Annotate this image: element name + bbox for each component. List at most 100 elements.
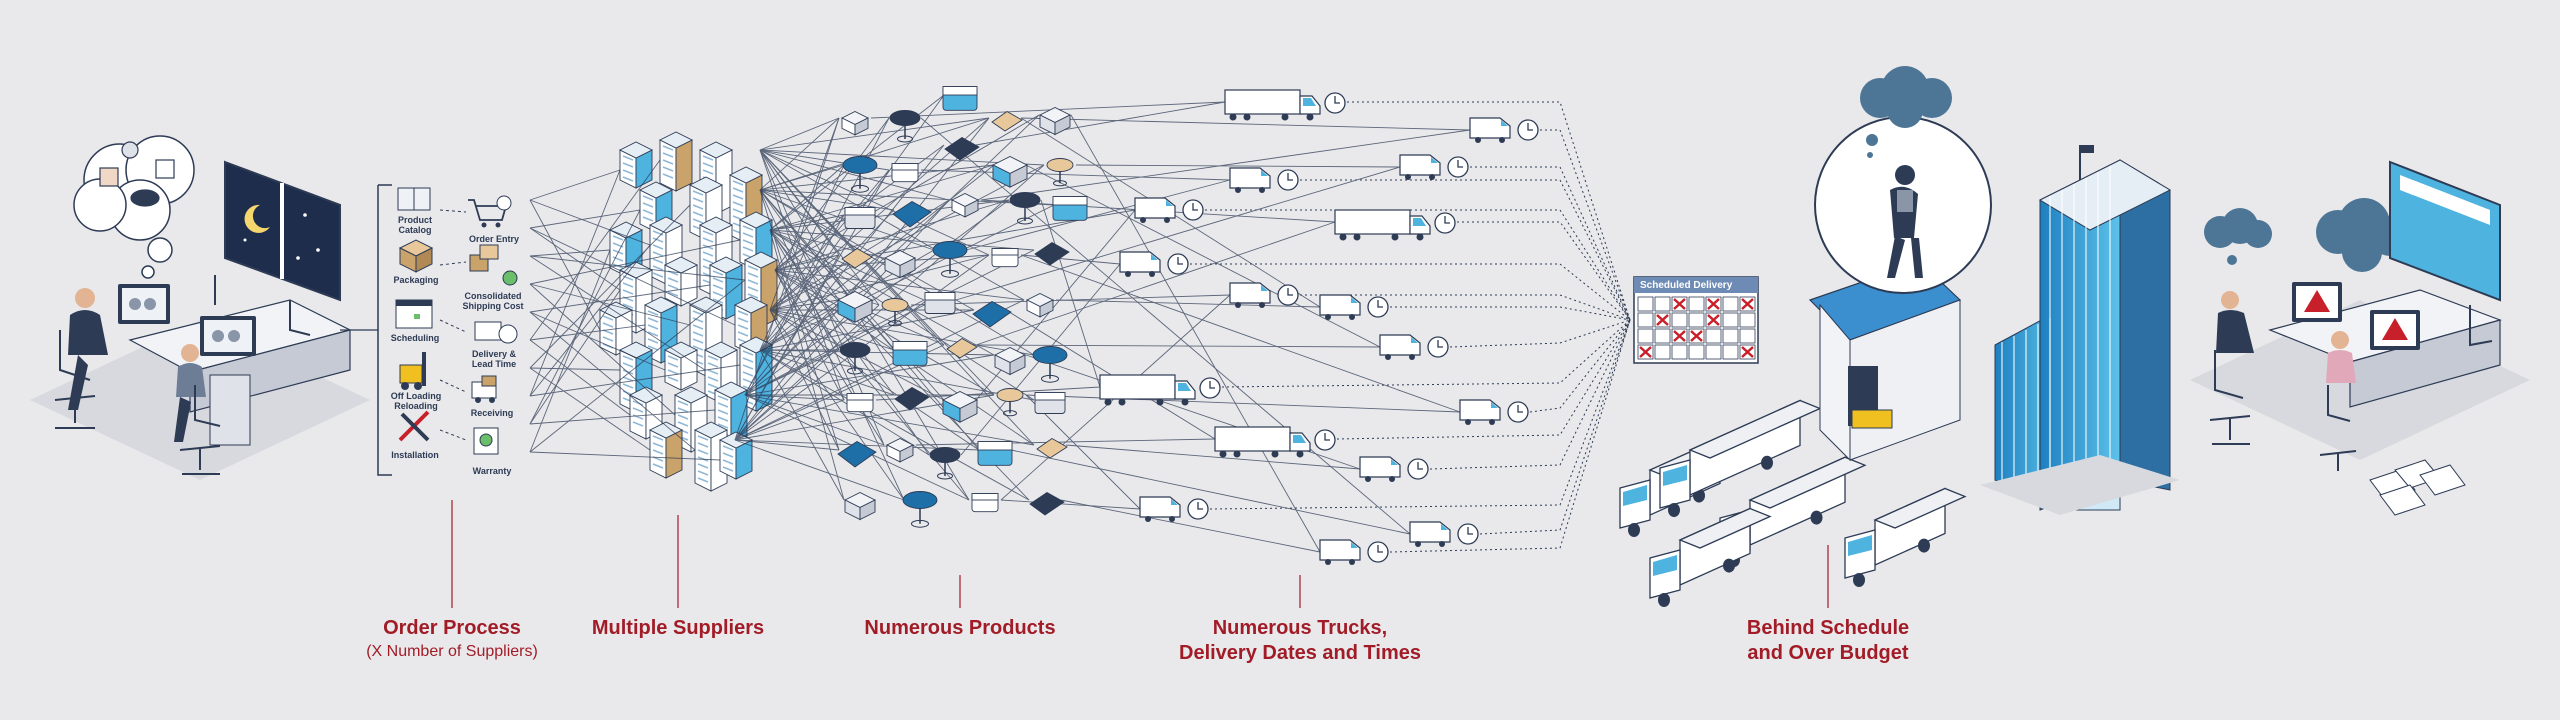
product-item xyxy=(929,447,961,480)
truck-icon xyxy=(1334,209,1456,241)
product-item xyxy=(993,346,1027,376)
process-label-delivery-lead-time: Delivery & Lead Time xyxy=(471,349,517,369)
caption-multiple-suppliers: Multiple Suppliers xyxy=(578,616,778,641)
caption-multiple-suppliers-title: Multiple Suppliers xyxy=(591,617,765,639)
product-item xyxy=(839,342,871,375)
package-icon xyxy=(398,239,434,273)
product-item xyxy=(1036,437,1068,459)
product-item xyxy=(1046,158,1074,187)
product-item xyxy=(894,386,930,411)
caption-numerous-trucks-title-2: Delivery Dates and Times xyxy=(1179,642,1421,664)
product-item xyxy=(842,156,878,193)
loading-dock xyxy=(1808,66,1992,462)
office-scene-right xyxy=(2190,160,2530,516)
product-item xyxy=(971,493,999,513)
cart-icon xyxy=(468,195,512,228)
caption-behind-schedule: Behind Schedule and Over Budget xyxy=(1708,616,1948,666)
product-item xyxy=(892,341,928,366)
scheduled-delivery-title: Scheduled Delivery xyxy=(1640,280,1733,291)
truck-icon xyxy=(1469,117,1539,143)
process-label-off-loading-reloading: Off Loading Reloading xyxy=(390,391,442,411)
product-item xyxy=(840,110,870,136)
product-item xyxy=(991,110,1023,132)
truck-icon xyxy=(1119,251,1189,277)
product-item xyxy=(891,163,919,183)
worried-person-icon xyxy=(1887,165,1923,278)
caption-behind-schedule-title: Behind Schedule xyxy=(1746,617,1910,639)
supplier-building xyxy=(648,421,684,479)
storm-cloud-icon xyxy=(1860,66,1952,158)
truck-icon xyxy=(1359,456,1429,482)
delivery-fleet xyxy=(1619,399,1967,607)
caption-numerous-trucks: Numerous Trucks, Delivery Dates and Time… xyxy=(1150,616,1450,666)
product-item xyxy=(889,110,921,143)
order-process-list xyxy=(340,184,518,476)
product-item xyxy=(902,491,938,528)
delivery-truck xyxy=(1649,507,1772,607)
office-tower xyxy=(1980,145,2180,515)
truck-icon xyxy=(1459,399,1529,425)
product-item xyxy=(941,390,979,423)
product-item xyxy=(991,248,1019,268)
product-item xyxy=(885,437,915,463)
product-item xyxy=(892,200,932,228)
product-item xyxy=(1038,106,1072,136)
product-item xyxy=(1034,392,1066,414)
product-item xyxy=(924,292,956,314)
caption-order-process-title: Order Process xyxy=(383,617,521,639)
product-item xyxy=(841,247,873,269)
caption-order-process: Order Process (X Number of Suppliers) xyxy=(332,616,572,663)
product-item xyxy=(972,300,1012,328)
installation-tools-icon xyxy=(398,410,430,442)
product-item xyxy=(843,491,877,521)
product-item xyxy=(1009,192,1041,225)
delivery-truck xyxy=(1659,399,1822,517)
scheduled-delivery-calendar xyxy=(1633,276,1759,364)
caption-numerous-trucks-title: Numerous Trucks, xyxy=(1212,617,1388,639)
process-label-consolidated-shipping-cost: Consolidated Shipping Cost xyxy=(462,291,524,311)
calendar-icon xyxy=(395,299,433,329)
process-label-installation: Installation xyxy=(391,450,439,460)
truck-icon xyxy=(1379,334,1449,360)
truck-icon xyxy=(1229,167,1299,193)
truck-icon xyxy=(1139,496,1209,522)
shipping-cost-icon xyxy=(469,244,518,286)
product-catalog-icon xyxy=(397,187,431,211)
product-item xyxy=(1034,241,1070,266)
truck-icon xyxy=(1409,521,1479,547)
product-item xyxy=(942,86,978,111)
caption-behind-schedule-title-2: and Over Budget xyxy=(1747,642,1909,664)
process-label-packaging: Packaging xyxy=(393,275,439,285)
caption-order-process-subtitle: (X Number of Suppliers) xyxy=(366,643,538,660)
product-item xyxy=(946,337,978,359)
truck-icon xyxy=(1134,197,1204,223)
supplier-building xyxy=(663,256,699,307)
process-label-product-catalog: Product Catalog xyxy=(397,215,432,235)
product-item xyxy=(836,290,874,323)
process-label-order-entry: Order Entry xyxy=(468,234,519,244)
product-item xyxy=(844,207,876,229)
process-label-scheduling: Scheduling xyxy=(390,333,440,343)
products-cluster xyxy=(836,86,1088,528)
trucks-cluster xyxy=(1099,89,1539,565)
product-item xyxy=(837,440,877,468)
connection-lines xyxy=(529,94,1471,553)
truck-icon xyxy=(1099,374,1221,406)
product-item xyxy=(944,136,980,161)
warning-icon xyxy=(2304,290,2330,312)
truck-icon xyxy=(1319,294,1389,320)
caption-leader-lines xyxy=(451,500,1829,608)
product-item xyxy=(977,441,1013,466)
product-item xyxy=(950,192,980,218)
dotted-delivery-lines xyxy=(1190,101,1631,553)
supplier-building xyxy=(663,341,699,391)
delivery-lead-time-icon xyxy=(474,321,518,344)
truck-icon xyxy=(1399,154,1469,180)
warranty-badge-icon xyxy=(473,427,499,455)
truck-icon xyxy=(1224,89,1346,121)
truck-icon xyxy=(1229,282,1299,308)
product-item xyxy=(991,155,1029,188)
product-item xyxy=(883,249,917,279)
delivery-truck xyxy=(1844,487,1967,587)
